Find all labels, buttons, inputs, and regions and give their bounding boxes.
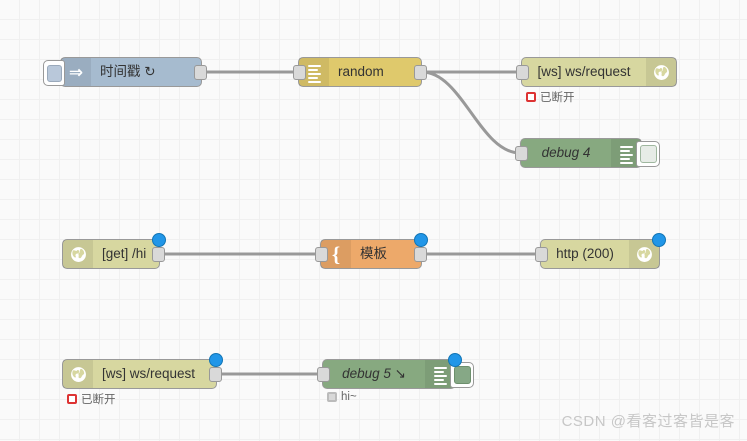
debug-toggle-face — [453, 366, 471, 384]
node-input-port[interactable] — [315, 247, 328, 262]
globe-icon — [653, 64, 670, 81]
node-ws-request-in[interactable]: [ws] ws/request — [62, 353, 223, 389]
brace-icon: { — [331, 241, 341, 266]
node-icon-box — [629, 240, 659, 268]
node-label: http (200) — [556, 246, 614, 261]
node-input-port[interactable] — [317, 367, 330, 382]
node-changed-indicator — [448, 353, 462, 367]
node-changed-indicator — [209, 353, 223, 367]
node-changed-indicator — [152, 233, 166, 247]
node-changed-indicator — [652, 233, 666, 247]
node-input-port[interactable] — [515, 146, 528, 161]
node-icon-box — [646, 58, 676, 86]
node-label: [ws] ws/request — [537, 64, 631, 79]
node-icon-box — [63, 360, 93, 388]
node-output-port[interactable] — [194, 65, 207, 80]
node-label: 模板 — [360, 246, 387, 261]
node-label: debug 4 — [541, 145, 591, 160]
status-text: 已断开 — [540, 92, 575, 104]
node-input-port[interactable] — [293, 65, 306, 80]
node-debug-5[interactable]: debug 5 ↘ — [317, 353, 474, 389]
node-label: random — [338, 64, 384, 79]
node-status: 已断开 — [67, 391, 116, 407]
node-debug-4[interactable]: debug 4 — [515, 138, 660, 168]
node-output-port[interactable] — [152, 247, 165, 262]
node-icon-box — [63, 240, 93, 268]
node-input-port[interactable] — [535, 247, 548, 262]
node-status: 已断开 — [526, 89, 575, 105]
status-dot-grey-icon — [327, 392, 337, 402]
node-label: [ws] ws/request — [102, 366, 196, 381]
node-input-port[interactable] — [516, 65, 529, 80]
node-changed-indicator — [414, 233, 428, 247]
node-inject-timestamp[interactable]: ⇒ 时间戳 ↻ — [43, 57, 207, 87]
lines-icon — [307, 65, 321, 83]
globe-icon — [636, 246, 653, 263]
debug-toggle-button[interactable] — [636, 141, 660, 167]
debug-toggle-face — [639, 145, 657, 163]
status-dot-red-icon — [526, 92, 536, 102]
node-ws-request-out[interactable]: [ws] ws/request — [516, 57, 677, 87]
globe-icon — [70, 246, 87, 263]
node-random[interactable]: random — [293, 57, 427, 87]
inject-button-face — [46, 64, 62, 82]
status-text: hi~ — [341, 391, 357, 403]
globe-icon — [70, 366, 87, 383]
status-dot-red-icon — [67, 394, 77, 404]
node-output-port[interactable] — [414, 247, 427, 262]
wire[interactable] — [420, 70, 522, 155]
watermark: CSDN @看客过客皆是客 — [561, 413, 735, 430]
node-label: [get] /hi — [102, 246, 147, 261]
node-http-in-get-hi[interactable]: [get] /hi — [62, 233, 166, 269]
node-template[interactable]: { 模板 — [315, 233, 428, 269]
node-label: debug 5 ↘ — [342, 366, 406, 381]
node-output-port[interactable] — [414, 65, 427, 80]
node-output-port[interactable] — [209, 367, 222, 382]
status-text: 已断开 — [81, 394, 116, 406]
node-icon-box: ⇒ — [61, 58, 91, 86]
lines-icon — [619, 146, 633, 164]
inject-trigger-button[interactable] — [43, 60, 65, 86]
node-label: 时间戳 ↻ — [100, 64, 156, 79]
node-status: hi~ — [327, 391, 357, 403]
arrow-right-icon: ⇒ — [68, 62, 84, 82]
lines-icon — [433, 367, 447, 385]
node-http-response-200[interactable]: http (200) — [535, 233, 666, 269]
